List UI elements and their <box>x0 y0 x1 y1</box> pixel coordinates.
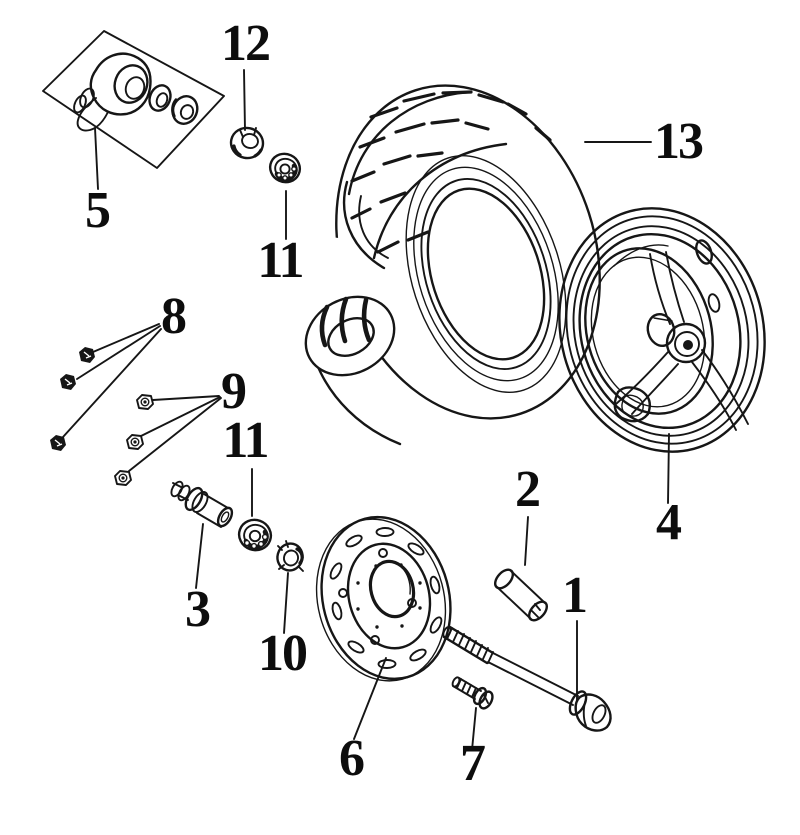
callout-label-1: 1 <box>562 566 588 624</box>
bearing-bottom-drawing <box>237 518 273 552</box>
callout-label-9: 9 <box>221 362 247 420</box>
leader-part-9c <box>128 397 222 472</box>
leader-part-2 <box>524 516 529 566</box>
wheel-rim-drawing <box>558 207 766 453</box>
callout-label-8: 8 <box>161 287 187 345</box>
screw-thread-hatching <box>456 678 477 698</box>
callout-label-7: 7 <box>460 734 486 792</box>
callout-label-12: 12 <box>221 14 271 72</box>
brake-disc-drawing <box>315 515 452 682</box>
axle-bolt-drawing <box>442 625 612 732</box>
leader-part-12 <box>243 69 246 131</box>
tire-drawing <box>286 84 601 446</box>
tire-tread-pattern <box>350 90 552 254</box>
disc-vent-slots <box>329 527 443 669</box>
callout-label-5: 5 <box>85 181 111 239</box>
castle-nut-drawing <box>229 126 265 160</box>
leader-part-3 <box>195 523 204 589</box>
axle-sleeve-drawing <box>170 480 234 528</box>
disc-screw-drawing <box>451 676 494 710</box>
leader-part-8a <box>92 323 160 353</box>
callout-label-3: 3 <box>185 580 211 638</box>
nuts-9-drawing <box>114 394 154 486</box>
leader-part-5 <box>94 127 99 190</box>
leader-lines <box>62 69 670 751</box>
speedo-drive-assembly-drawing <box>42 30 225 169</box>
callout-label-10: 10 <box>258 624 308 682</box>
leader-part-9a <box>152 395 220 401</box>
spacer-collar-drawing <box>493 568 549 622</box>
callout-label-11-top: 11 <box>257 231 304 289</box>
callout-label-2: 2 <box>515 460 541 518</box>
bolts-8-drawing <box>50 347 95 451</box>
leader-part-9b <box>140 396 221 437</box>
disc-rivet-dots <box>356 563 422 629</box>
callout-label-6: 6 <box>339 729 365 787</box>
callout-label-11-bottom: 11 <box>222 411 269 469</box>
oil-seal-drawing <box>276 540 304 572</box>
callout-label-4: 4 <box>656 493 682 551</box>
leader-part-8c <box>62 328 162 438</box>
leader-part-8b <box>76 325 161 380</box>
leader-part-7 <box>471 707 477 751</box>
bearing-top-drawing <box>268 152 302 184</box>
callout-label-13: 13 <box>654 112 704 170</box>
leader-part-6 <box>353 657 387 740</box>
leader-part-10 <box>283 572 289 634</box>
axle-thread-hatching <box>446 627 494 664</box>
leader-part-4 <box>667 433 670 504</box>
